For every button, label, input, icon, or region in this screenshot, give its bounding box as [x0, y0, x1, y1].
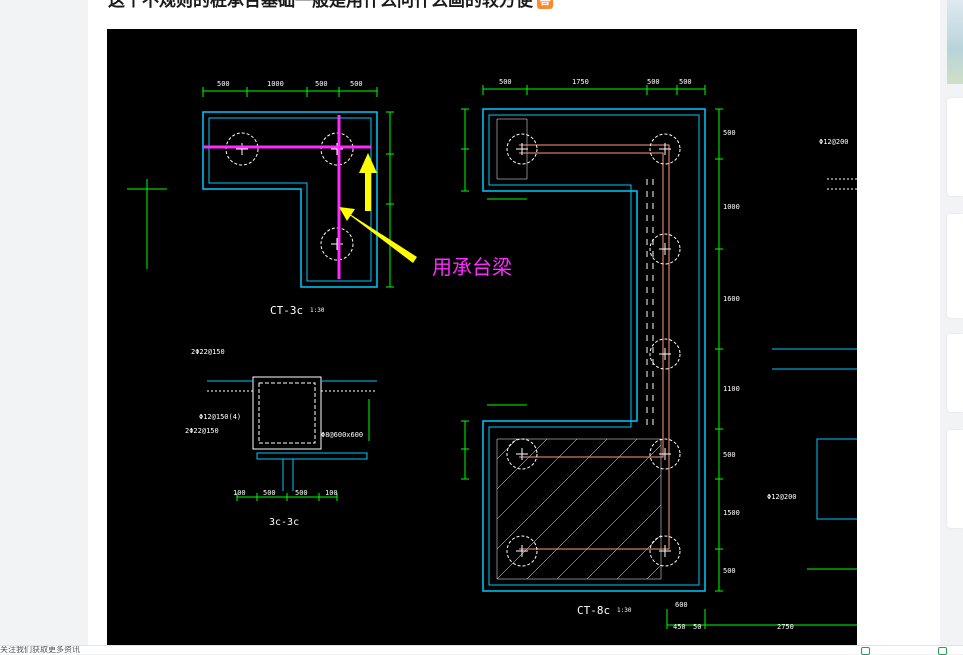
- dim-s-3: 100: [325, 489, 338, 497]
- dim-s-2: 500: [295, 489, 308, 497]
- cap-ct3c: [127, 87, 394, 288]
- dim-b-1: 450: [673, 623, 686, 631]
- sidebar-card-3[interactable]: [947, 334, 963, 412]
- dim-tr-0: 500: [499, 78, 512, 86]
- label-ct3c-scale: 1:30: [310, 307, 325, 314]
- right-sidebar: [947, 0, 963, 653]
- dim-tr-2: 500: [647, 78, 660, 86]
- dim-r-1: 1000: [723, 203, 740, 211]
- dim-r-2: 1600: [723, 295, 740, 303]
- label-ct8c: CT-8c: [577, 604, 610, 617]
- rebar-note-4: Φ12@200: [767, 493, 797, 501]
- rebar-note-3: Φ8@600x600: [321, 431, 363, 439]
- cap-ct8c: [461, 85, 857, 629]
- bottom-share-icon[interactable]: [938, 647, 947, 655]
- annotation-beam-label: 用承台梁: [432, 255, 512, 279]
- detail-right: [772, 178, 857, 570]
- question-title-text: 这个不规则的桩承台基础一般是用什么问什么画的较方便: [108, 0, 533, 11]
- dim-r-4: 500: [723, 451, 736, 459]
- answer-badge-icon: 答: [537, 0, 553, 9]
- sidebar-card-4[interactable]: [947, 430, 963, 528]
- dim-b-0: 600: [675, 601, 688, 609]
- label-ct8c-scale: 1:30: [617, 607, 632, 614]
- sidebar-thumbnail[interactable]: [947, 0, 963, 84]
- cad-drawing-svg: CT-3c 1:30 3c-3c CT-8c 1:30 500 1000 500…: [127, 78, 857, 631]
- dim-s-1: 500: [263, 489, 276, 497]
- label-sec3c: 3c-3c: [269, 517, 299, 528]
- dim-r-6: 500: [723, 567, 736, 575]
- rebar-note-1: Φ12@150(4): [199, 413, 241, 421]
- annotation-arrows: [339, 153, 417, 263]
- dim-r-3: 1100: [723, 385, 740, 393]
- cad-drawing-image[interactable]: CT-3c 1:30 3c-3c CT-8c 1:30 500 1000 500…: [107, 29, 857, 645]
- bottom-bar-text: 关注我们获取更多资讯: [0, 646, 80, 654]
- rebar-note-0: 2Φ22@150: [191, 348, 225, 356]
- dim-r-5: 1500: [723, 509, 740, 517]
- dim-tr-3: 500: [679, 78, 692, 86]
- question-title: 这个不规则的桩承台基础一般是用什么问什么画的较方便答: [108, 0, 553, 11]
- sidebar-card-1[interactable]: [947, 98, 963, 196]
- label-ct3c: CT-3c: [270, 304, 303, 317]
- dim-tl-1: 1000: [267, 80, 284, 88]
- sidebar-card-2[interactable]: [947, 214, 963, 318]
- section-3c: [207, 376, 377, 501]
- bottom-wechat-icon[interactable]: [861, 647, 870, 655]
- dim-r-0: 500: [723, 129, 736, 137]
- rebar-note-5: Φ12@200: [819, 138, 849, 146]
- dim-tl-3: 500: [350, 80, 363, 88]
- dim-b-3: 2750: [777, 623, 794, 631]
- dim-s-0: 100: [233, 489, 246, 497]
- dim-tr-1: 1750: [572, 78, 589, 86]
- dim-tl-0: 500: [217, 80, 230, 88]
- dim-tl-2: 500: [315, 80, 328, 88]
- rebar-note-2: 2Φ22@150: [185, 427, 219, 435]
- dim-b-2: 50: [693, 623, 701, 631]
